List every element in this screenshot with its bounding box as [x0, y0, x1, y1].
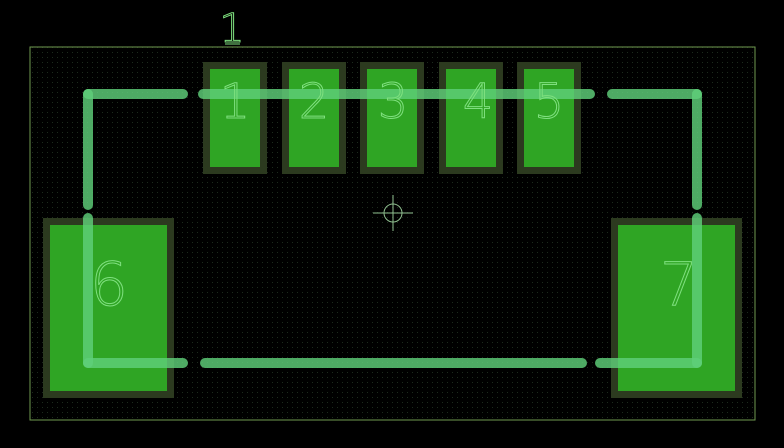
pad-label-6: 6 — [90, 250, 128, 320]
origin-crosshair-icon — [373, 195, 413, 231]
silkscreen-outline — [83, 89, 702, 368]
pad-1[interactable] — [203, 62, 267, 174]
pad-5[interactable] — [517, 62, 581, 174]
pad-label-1: 1 — [220, 74, 251, 130]
pad-label-5: 5 — [534, 74, 565, 130]
component-designator: 1 — [219, 6, 244, 52]
pad-label-2: 2 — [299, 74, 330, 130]
pad-2[interactable] — [282, 62, 346, 174]
pad-label-7: 7 — [660, 250, 698, 320]
pad-3[interactable] — [360, 62, 424, 174]
pad-label-4: 4 — [463, 74, 494, 130]
pad-label-3: 3 — [378, 74, 409, 130]
pad-4[interactable] — [439, 62, 503, 174]
